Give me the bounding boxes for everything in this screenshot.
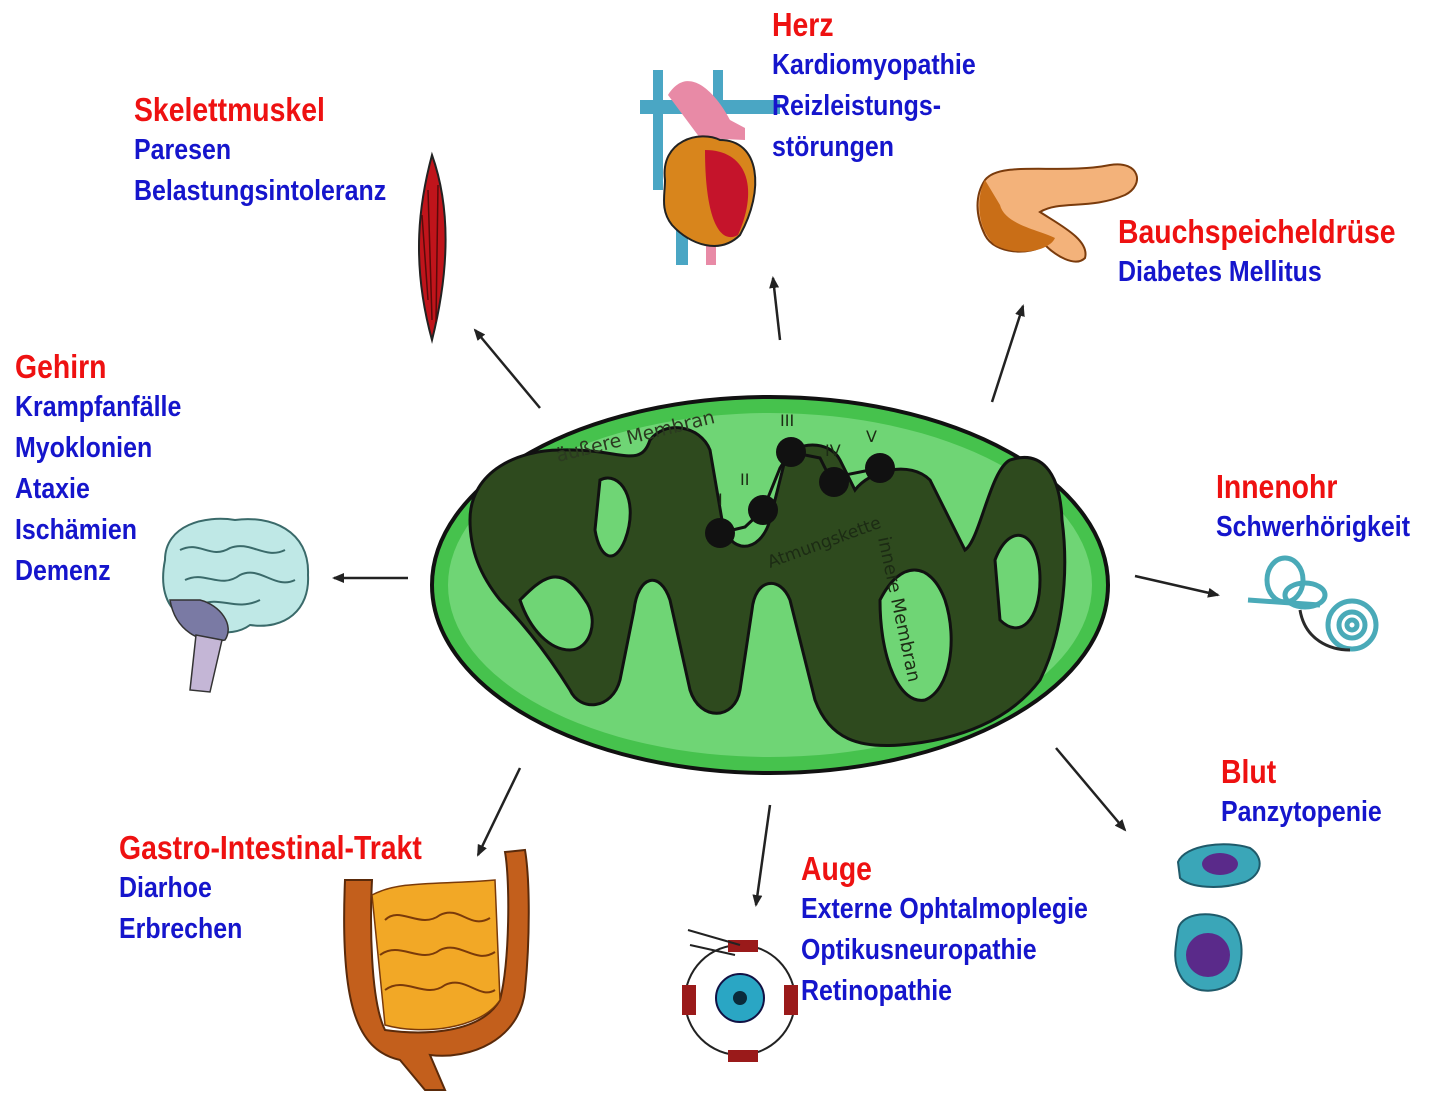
title-herz: Herz: [772, 4, 976, 45]
arrow-pancreas: [992, 306, 1023, 402]
item-auge-1: Externe Ophtalmoplegie: [801, 889, 1088, 930]
title-gehirn: Gehirn: [15, 346, 181, 387]
inner-ear-icon: [1248, 558, 1376, 650]
item-bauchspeicheldruese-1: Diabetes Mellitus: [1118, 252, 1396, 293]
group-gastro: Gastro-Intestinal-Trakt Diarhoe Erbreche…: [119, 827, 422, 950]
complex-v: [865, 453, 895, 483]
item-gehirn-4: Ischämien: [15, 510, 181, 551]
title-auge: Auge: [801, 848, 1088, 889]
item-auge-3: Retinopathie: [801, 971, 1088, 1012]
complex-i-label: I: [718, 490, 723, 509]
complex-iv-label: IV: [825, 441, 841, 460]
complex-i: [705, 518, 735, 548]
item-gehirn-5: Demenz: [15, 551, 181, 592]
item-gehirn-3: Ataxie: [15, 469, 181, 510]
heart-icon: [640, 70, 780, 265]
item-herz-1: Kardiomyopathie: [772, 45, 976, 86]
item-gastro-1: Diarhoe: [119, 868, 422, 909]
group-bauchspeicheldruese: Bauchspeicheldrüse Diabetes Mellitus: [1118, 211, 1396, 293]
item-gehirn-1: Krampfanfälle: [15, 387, 181, 428]
item-blut-1: Panzytopenie: [1221, 792, 1382, 833]
arrow-muscle: [475, 330, 540, 408]
item-gastro-2: Erbrechen: [119, 909, 422, 950]
blood-cells-icon: [1175, 844, 1259, 990]
complex-iii-label: III: [780, 411, 794, 430]
crista-4: [995, 535, 1040, 628]
group-blut: Blut Panzytopenie: [1221, 751, 1382, 833]
group-gehirn: Gehirn Krampfanfälle Myoklonien Ataxie I…: [15, 346, 181, 592]
item-innenohr-1: Schwerhörigkeit: [1216, 507, 1410, 548]
title-bauchspeicheldruese: Bauchspeicheldrüse: [1118, 211, 1396, 252]
title-skelettmuskel: Skelettmuskel: [134, 89, 386, 130]
group-skelettmuskel: Skelettmuskel Paresen Belastungsintolera…: [134, 89, 386, 212]
complex-ii: [748, 495, 778, 525]
muscle-icon: [419, 155, 446, 340]
eye-icon: [682, 930, 798, 1062]
item-gehirn-2: Myoklonien: [15, 428, 181, 469]
item-skelettmuskel-2: Belastungsintoleranz: [134, 171, 386, 212]
title-innenohr: Innenohr: [1216, 466, 1410, 507]
complex-ii-label: II: [740, 470, 749, 489]
group-innenohr: Innenohr Schwerhörigkeit: [1216, 466, 1410, 548]
arrow-blood: [1056, 748, 1125, 830]
arrow-gi: [478, 768, 520, 855]
title-blut: Blut: [1221, 751, 1382, 792]
pancreas-icon: [978, 164, 1138, 261]
item-auge-2: Optikusneuropathie: [801, 930, 1088, 971]
complex-iv: [819, 467, 849, 497]
mitochondrion: äußere Membran Atmungskette innere Membr…: [432, 397, 1108, 773]
item-herz-2: Reizleistungs-: [772, 86, 976, 127]
title-gastro: Gastro-Intestinal-Trakt: [119, 827, 422, 868]
group-auge: Auge Externe Ophtalmoplegie Optikusneuro…: [801, 848, 1088, 1012]
brain-icon: [163, 519, 308, 692]
item-herz-3: störungen: [772, 127, 976, 168]
complex-iii: [776, 437, 806, 467]
complex-v-label: V: [866, 427, 877, 446]
arrow-ear: [1135, 576, 1218, 595]
arrow-heart: [773, 278, 780, 340]
group-herz: Herz Kardiomyopathie Reizleistungs- stör…: [772, 4, 976, 168]
arrow-eye: [756, 805, 770, 905]
item-skelettmuskel-1: Paresen: [134, 130, 386, 171]
